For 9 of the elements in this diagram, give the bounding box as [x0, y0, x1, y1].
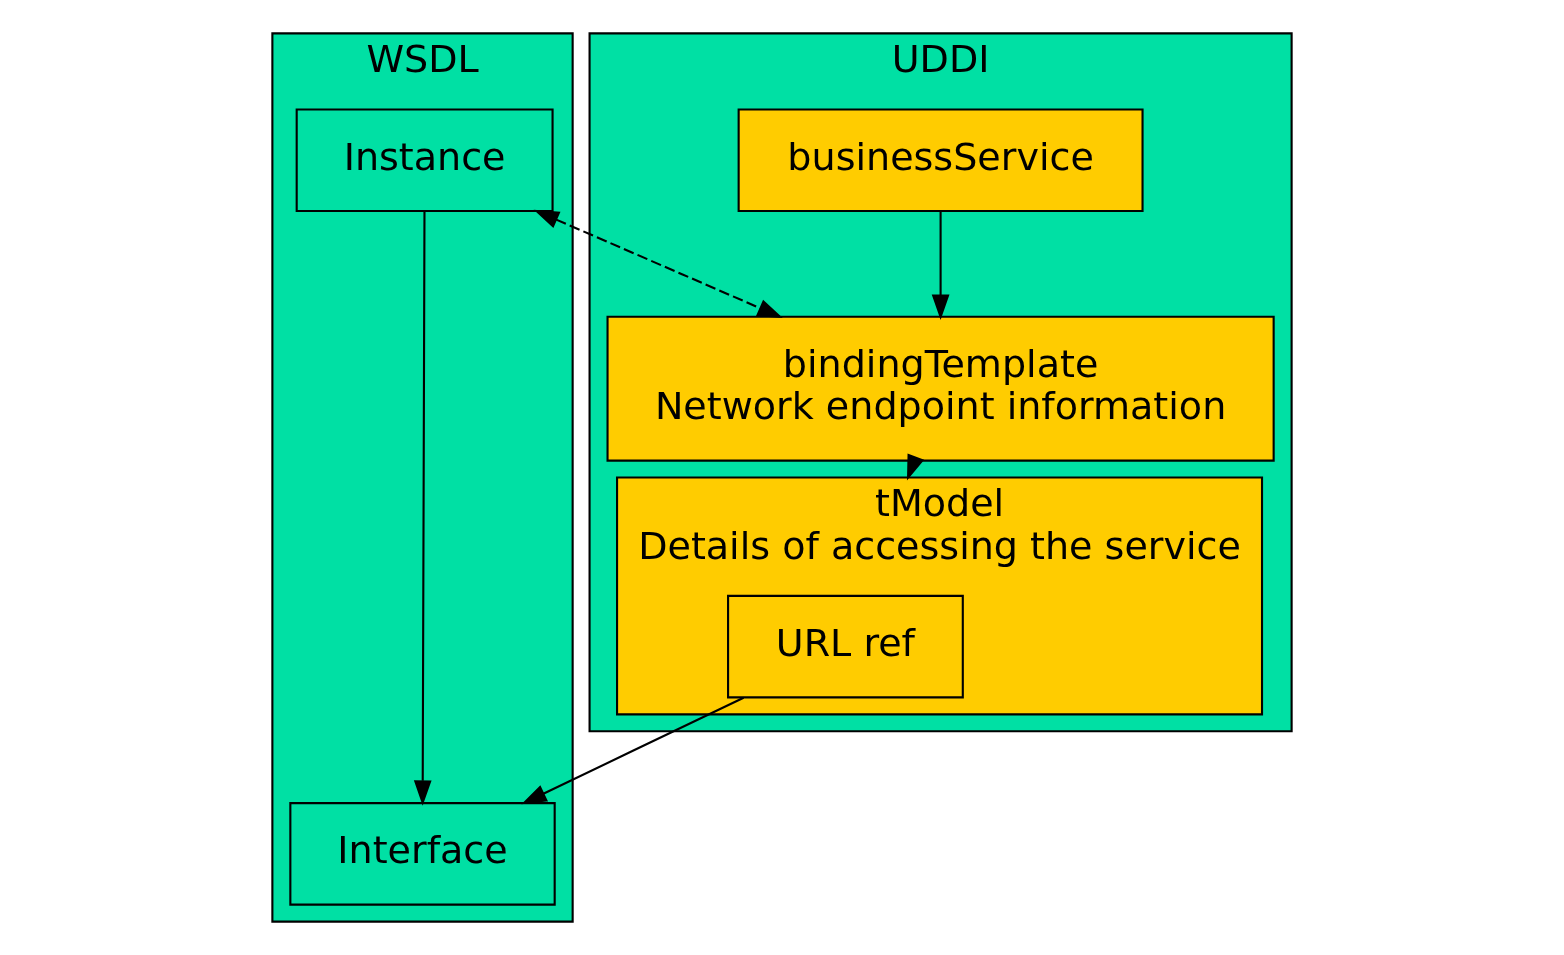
node-box: Interface — [289, 802, 556, 906]
arrow — [413, 211, 432, 806]
arrow — [906, 453, 925, 481]
arrow — [931, 211, 950, 320]
node-box: Instance — [295, 108, 554, 213]
node-box: businessService — [737, 108, 1144, 213]
node-box: URL ref — [727, 594, 964, 699]
arrow — [521, 696, 745, 805]
arrow — [533, 209, 783, 319]
